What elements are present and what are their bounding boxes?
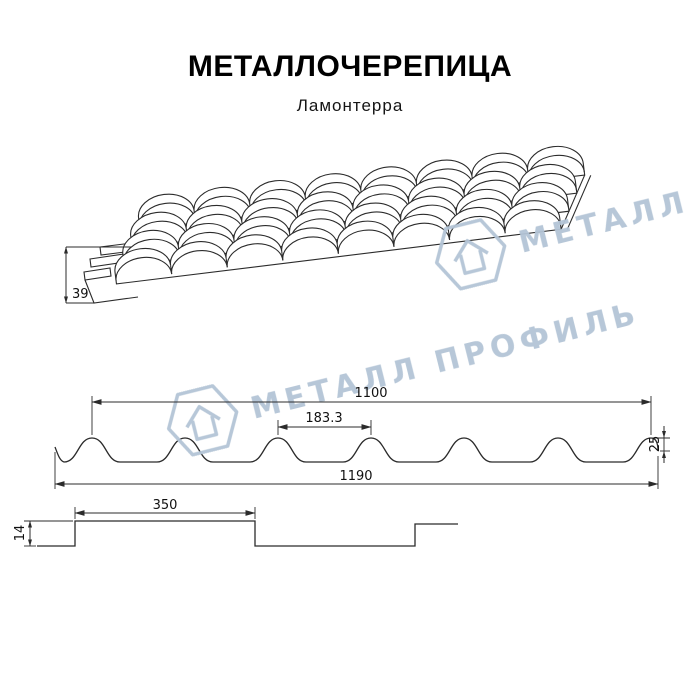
dim-label-wave-pitch: 183.3 <box>305 411 342 426</box>
dimension-1190: 1190 <box>54 452 659 489</box>
dim-label-step-height: 14 <box>13 525 28 542</box>
dimension-25: 25 <box>648 426 670 463</box>
page-subtitle: Ламонтерра <box>296 96 404 115</box>
dimension-350: 350 <box>74 498 256 519</box>
page-title: МЕТАЛЛОЧЕРЕПИЦА <box>187 50 513 83</box>
fascia-line <box>84 279 139 304</box>
cross-section-view <box>54 437 659 463</box>
dimension-14: 14 <box>13 520 73 547</box>
dimension-39: 39 <box>63 246 131 304</box>
step-profile-view <box>37 520 458 547</box>
dim-label-profile-height: 25 <box>648 436 663 453</box>
dim-label-batten-step: 39 <box>72 287 89 302</box>
tile-rows <box>112 142 592 285</box>
dim-label-sheet-width: 1190 <box>339 469 372 484</box>
tile-profile-curve <box>54 437 659 463</box>
dimension-183: 183.3 <box>277 411 372 435</box>
dim-label-cover-width: 1100 <box>354 386 387 401</box>
dimension-1100: 1100 <box>91 386 652 435</box>
step-profile-line <box>37 520 458 547</box>
perspective-view <box>83 142 592 304</box>
dim-label-module-length: 350 <box>153 498 178 513</box>
